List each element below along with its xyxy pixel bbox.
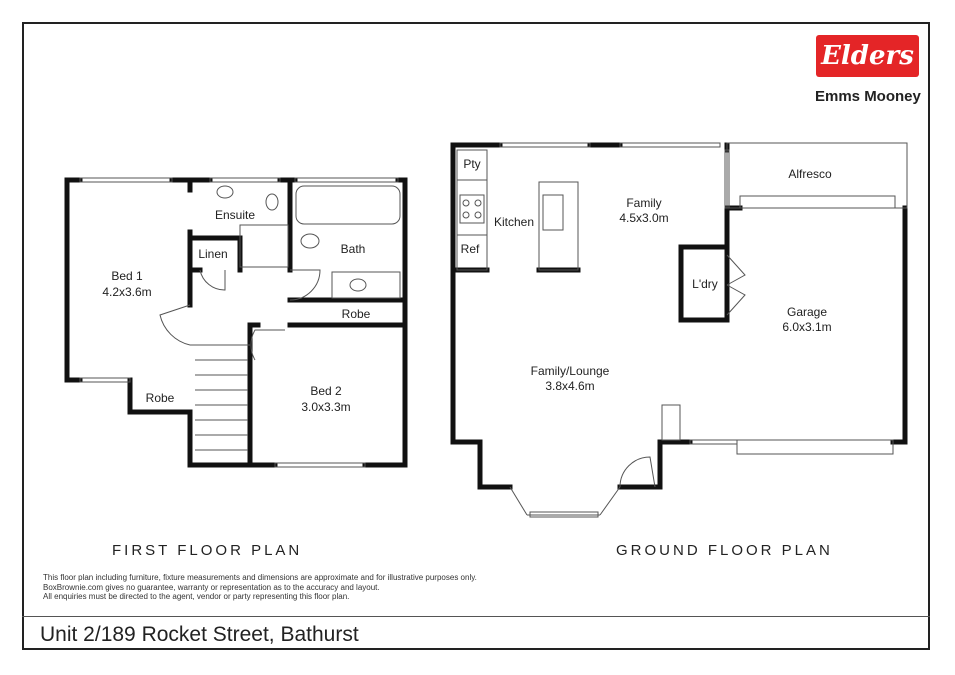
disclaimer: This floor plan including furniture, fix… [43, 573, 477, 602]
room-robe1: Robe [146, 391, 175, 405]
room-laundry: L'dry [692, 277, 718, 291]
room-robe2: Robe [342, 307, 371, 321]
room-linen: Linen [198, 247, 227, 261]
first-floor-walls [64, 177, 408, 468]
room-garage-size: 6.0x3.1m [782, 320, 831, 334]
room-ensuite: Ensuite [215, 208, 255, 222]
room-lounge-name: Family/Lounge [531, 364, 610, 378]
room-bed1-name: Bed 1 [111, 269, 143, 283]
room-bed2-name: Bed 2 [310, 384, 342, 398]
ground-floor-fixtures [456, 142, 908, 518]
office-name: Emms Mooney [815, 88, 921, 105]
first-floor-label: FIRST FLOOR PLAN [112, 542, 303, 559]
room-lounge-size: 3.8x4.6m [545, 379, 594, 393]
first-floor-fixtures [79, 177, 401, 468]
room-bath: Bath [341, 242, 366, 256]
disclaimer-line: BoxBrownie.com gives no guarantee, warra… [43, 582, 380, 592]
room-labels: Bed 1 4.2x3.6m Ensuite Linen Bath Robe R… [102, 157, 832, 414]
room-bed2-size: 3.0x3.3m [301, 400, 350, 414]
logo-text: Elders [821, 41, 914, 71]
room-family-name: Family [626, 196, 661, 210]
disclaimer-line: All enquiries must be directed to the ag… [43, 592, 350, 601]
room-pantry: Pty [463, 157, 480, 171]
property-address: Unit 2/189 Rocket Street, Bathurst [40, 623, 359, 646]
ground-floor-label: GROUND FLOOR PLAN [616, 542, 833, 559]
footer-divider [22, 616, 930, 617]
room-family-size: 4.5x3.0m [619, 211, 668, 225]
room-bed1-size: 4.2x3.6m [102, 285, 151, 299]
room-alfresco: Alfresco [788, 167, 832, 181]
elders-logo: Elders [816, 35, 919, 77]
disclaimer-line: This floor plan including furniture, fix… [43, 573, 477, 582]
room-garage-name: Garage [787, 305, 827, 319]
room-ref: Ref [461, 242, 480, 256]
room-kitchen: Kitchen [494, 215, 534, 229]
page-frame [22, 22, 930, 650]
